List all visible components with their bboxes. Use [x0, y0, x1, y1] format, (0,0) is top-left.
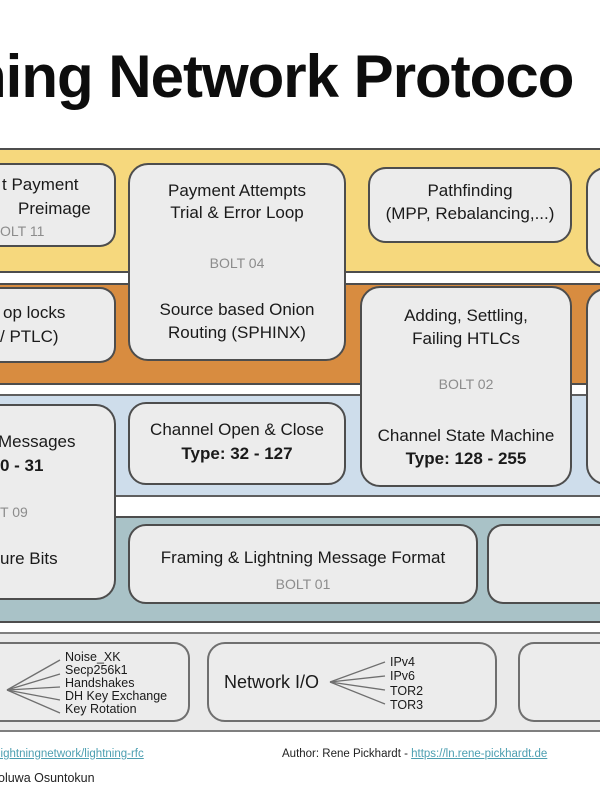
author-link[interactable]: https://ln.rene-pickhardt.de: [411, 748, 548, 760]
fan-lines-left-icon: [6, 659, 61, 714]
channel-box-line2: Type: 32 - 127: [181, 444, 293, 463]
repo-link[interactable]: lightningnetwork/lightning-rfc: [0, 748, 144, 760]
channel-open-close-box: Channel Open & Close Type: 32 - 127: [128, 402, 346, 485]
slide-title: ning Network Protoco: [0, 43, 574, 110]
control-box-bolt-label: T 09: [0, 504, 28, 520]
invoice-box-line2: Preimage: [18, 199, 91, 218]
network-items-list: IPv4 IPv6 TOR2 TOR3: [390, 655, 423, 712]
clipped-box-payments-right: [586, 167, 600, 268]
htlc-box-line1: Adding, Settling,: [404, 306, 528, 325]
invoice-box-line1: t Payment: [2, 175, 79, 194]
onion-box-sub1: Source based Onion: [159, 300, 315, 319]
onion-routing-box: Payment Attempts Trial & Error Loop BOLT…: [128, 163, 346, 361]
author-prefix: Author: Rene Pickhardt -: [282, 748, 412, 760]
network-io-label: Network I/O: [224, 672, 320, 692]
pathfinding-box-line2: (MPP, Rebalancing,...): [385, 204, 555, 223]
control-box-line2: 0 - 31: [0, 456, 44, 475]
pathfinding-box: Pathfinding (MPP, Rebalancing,...): [368, 167, 572, 243]
fan-lines-right-icon: [329, 661, 386, 705]
framing-box-bolt-label: BOLT 01: [275, 576, 331, 592]
credit-line: oluwa Osuntokun: [0, 771, 95, 785]
onion-box-line1: Payment Attempts: [168, 181, 306, 200]
invoice-payment-box: t Payment Preimage OLT 11: [0, 163, 116, 247]
hop-locks-box: op locks / PTLC): [0, 287, 116, 363]
crypto-items-list: Noise_XK Secp256k1 Handshakes DH Key Exc…: [65, 651, 167, 716]
clipped-box-transport-right: [518, 642, 600, 722]
crypto-item: Secp256k1: [65, 662, 128, 677]
locks-box-line2: / PTLC): [0, 327, 59, 346]
crypto-item: Key Rotation: [65, 701, 137, 716]
framing-box-title: Framing & Lightning Message Format: [160, 548, 446, 567]
locks-box-line1: op locks: [3, 303, 66, 322]
clipped-box-framing-right: [487, 524, 600, 604]
crypto-item: DH Key Exchange: [65, 688, 168, 703]
feature-bits-label: ure Bits: [0, 549, 58, 568]
crypto-item: Handshakes: [65, 675, 135, 690]
htlc-box-sub2: Type: 128 - 255: [405, 449, 527, 468]
network-item: TOR2: [390, 683, 424, 698]
onion-box-sub2: Routing (SPHINX): [168, 323, 306, 342]
htlc-state-machine-box: Adding, Settling, Failing HTLCs BOLT 02 …: [360, 286, 572, 487]
clipped-box-htlc-right: [586, 288, 600, 485]
onion-box-bolt-label: BOLT 04: [209, 255, 265, 271]
crypto-item: Noise_XK: [65, 650, 121, 664]
invoice-box-bolt-label: OLT 11: [0, 223, 45, 239]
htlc-box-line2: Failing HTLCs: [412, 329, 520, 348]
framing-box: Framing & Lightning Message Format BOLT …: [128, 524, 478, 604]
htlc-box-sub1: Channel State Machine: [377, 426, 555, 445]
onion-box-line2: Trial & Error Loop: [170, 203, 304, 222]
network-item: IPv6: [390, 669, 416, 684]
network-item: IPv4: [390, 655, 416, 669]
control-box-line1: Messages: [0, 432, 76, 451]
channel-box-line1: Channel Open & Close: [150, 420, 324, 439]
author-line: Author: Rene Pickhardt - https://ln.rene…: [282, 748, 547, 760]
control-messages-box: Messages 0 - 31 T 09 ure Bits: [0, 404, 116, 600]
network-io-box: Network I/O IPv4 IPv6 TOR2 TOR3: [207, 642, 497, 722]
network-item: TOR3: [390, 697, 424, 712]
pathfinding-box-line1: Pathfinding: [427, 181, 513, 200]
htlc-box-bolt-label: BOLT 02: [438, 376, 494, 392]
crypto-handshake-box: Noise_XK Secp256k1 Handshakes DH Key Exc…: [0, 642, 190, 722]
